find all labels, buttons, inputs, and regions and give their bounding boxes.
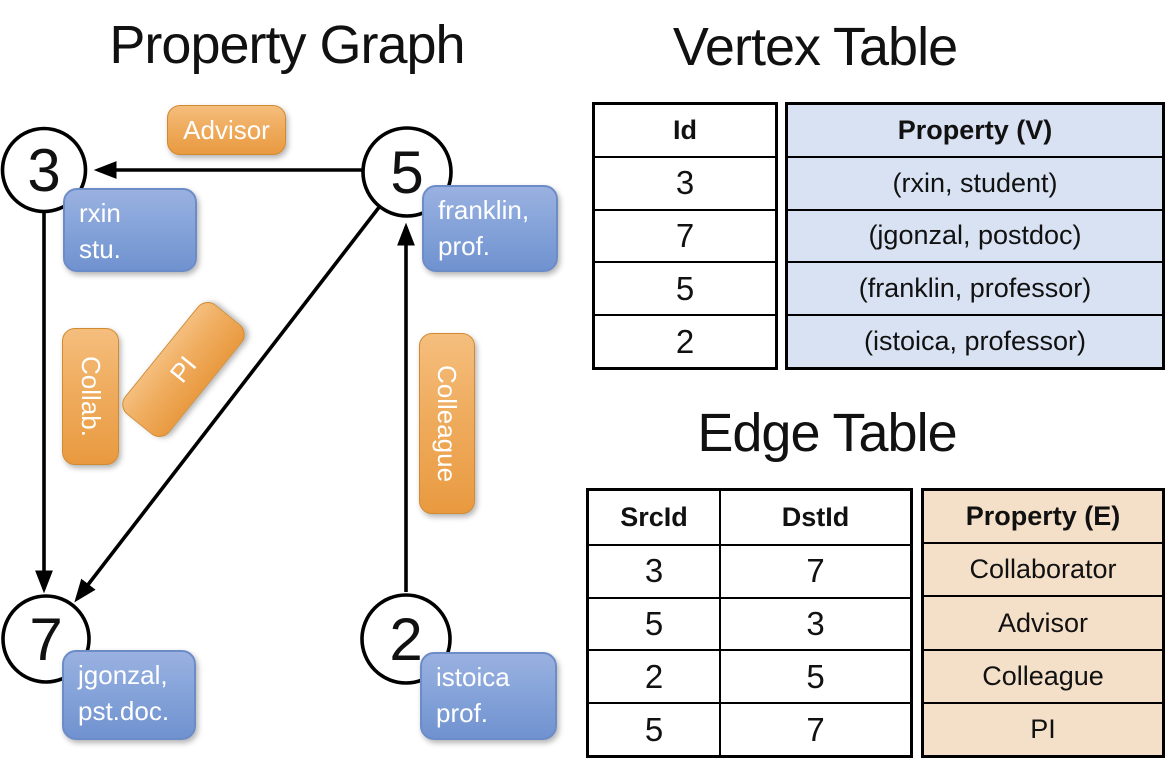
vertex-props-5-line1: franklin, [438,195,530,225]
vertex-circle-3 [0,126,88,214]
vertex-table-property-cell: (jgonzal, postdoc) [788,208,1162,262]
edge-label-colleague: Colleague [419,333,475,514]
edge-label-collab: Collab. [62,328,119,465]
edge-table-dst-cell: 3 [719,596,910,650]
vertex-id-5: 5 [390,138,424,206]
edge-table-src-cell: 2 [589,649,719,702]
vertex-props-7: jgonzal, pst.doc. [62,650,196,740]
edge-table-property-column: Property (E) Collaborator Advisor Collea… [921,488,1165,758]
edge-table-src-cell: 3 [589,543,719,597]
vertex-props-5-line2: prof. [438,230,491,261]
edge-table-property-cell: PI [924,701,1162,755]
vertex-table-property-cell: (istoica, professor) [788,314,1162,367]
vertex-table-id-header: Id [673,114,697,145]
property-graph-title: Property Graph [109,15,465,75]
edge-table-src-cell: 5 [589,702,719,755]
vertex-props-7-line2: pst.doc. [78,695,170,726]
vertex-props-2-line2: prof. [436,697,489,728]
edge-label-pi-text: PI [163,350,203,389]
vertex-table-property-column: Property (V) (rxin, student) (jgonzal, p… [785,102,1165,370]
vertex-table-id-cell: 3 [595,155,775,209]
edge-5-to-7 [74,204,382,603]
vertex-props-7-line1: jgonzal, [78,660,168,690]
edge-table-property-cell: Advisor [924,595,1162,648]
edge-table-dst-cell: 5 [719,649,910,703]
edge-table-dst-cell: 7 [719,543,910,597]
vertex-table-title: Vertex Table [672,17,958,77]
edge-table-property-header: Property (E) [965,501,1121,532]
vertex-props-5: franklin, prof. [422,185,558,272]
vertex-props-3-line2: stu. [79,233,121,264]
vertex-id-7: 7 [29,605,63,673]
vertex-props-2: istoica prof. [420,652,557,740]
edge-label-colleague-text: Colleague [432,364,463,483]
vertex-table-id-cell: 7 [595,208,775,262]
edge-label-collab-text: Collab. [76,356,106,437]
vertex-props-3: rxin stu. [63,188,197,272]
edge-table-src-cell: 5 [589,596,719,650]
edge-table-dst-cell: 7 [719,702,910,755]
vertex-id-2: 2 [389,605,423,673]
vertex-table-id-cell: 5 [595,261,775,314]
vertex-props-3-line1: rxin [79,198,121,228]
edge-table-title: Edge Table [697,403,957,463]
edge-table-property-cell: Collaborator [924,542,1162,595]
vertex-table-property-header: Property (V) [897,114,1053,145]
edge-table-property-cell: Colleague [924,648,1162,702]
edge-table-id-columns: SrcId DstId 3 7 5 3 2 5 5 7 [586,488,913,758]
edge-table-src-header: SrcId [620,501,688,532]
vertex-table-id-cell: 2 [595,314,775,367]
edge-label-advisor-text: Advisor [183,114,270,145]
vertex-id-3: 3 [27,136,61,204]
vertex-table-property-cell: (franklin, professor) [788,261,1162,314]
vertex-table-property-cell: (rxin, student) [788,155,1162,209]
edge-label-advisor: Advisor [167,105,286,155]
edge-table-dst-header: DstId [719,491,910,544]
vertex-table-id-column: Id 3 7 5 2 [592,102,778,370]
vertex-props-2-line1: istoica [436,662,510,692]
